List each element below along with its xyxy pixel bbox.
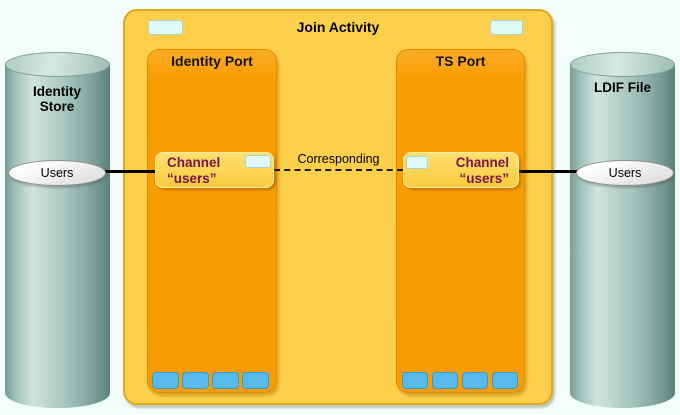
activity-connector-tab-icon	[148, 20, 183, 35]
port-slot-icon	[182, 372, 209, 389]
ldif-file-label: LDIF File	[594, 80, 651, 95]
ldif-file-cylinder-top	[570, 52, 675, 77]
port-slot-icon	[432, 372, 458, 389]
ts-port-box	[396, 49, 525, 393]
ldif-file-cylinder	[570, 64, 675, 408]
identity-port-title: Identity Port	[171, 53, 253, 69]
channel-connector-tab-icon	[406, 156, 428, 169]
channel-name: Channel	[167, 155, 221, 170]
identity-port-box	[147, 49, 277, 393]
users-label: Users	[40, 166, 74, 180]
channel-value: “users”	[167, 171, 217, 186]
port-slot-icon	[492, 372, 518, 389]
identity-store-label: Identity Store	[32, 84, 81, 114]
join-activity-title: Join Activity	[296, 19, 380, 35]
identity-store-cylinder-top	[5, 52, 110, 77]
port-slot-icon	[212, 372, 239, 389]
port-slot-icon	[152, 372, 179, 389]
users-label: Users	[608, 166, 642, 180]
ts-port-channel-box: Channel “users”	[403, 152, 519, 188]
port-slot-icon	[462, 372, 488, 389]
identity-store-cylinder	[5, 64, 110, 408]
corresponding-label: Corresponding	[297, 152, 380, 166]
activity-connector-tab-icon	[490, 20, 523, 35]
channel-connector-tab-icon	[245, 155, 271, 168]
channel-name: Channel	[455, 155, 509, 170]
channel-value: “users”	[459, 171, 509, 186]
ts-port-title: TS Port	[435, 53, 486, 69]
port-slot-icon	[402, 372, 428, 389]
identity-store-connector-line	[101, 170, 156, 173]
corresponding-dashed-line	[274, 169, 403, 171]
ldif-file-connector-line	[518, 170, 580, 173]
identity-store-users-ellipse: Users	[8, 160, 106, 186]
ldif-file-users-ellipse: Users	[576, 160, 674, 186]
port-slot-icon	[242, 372, 269, 389]
